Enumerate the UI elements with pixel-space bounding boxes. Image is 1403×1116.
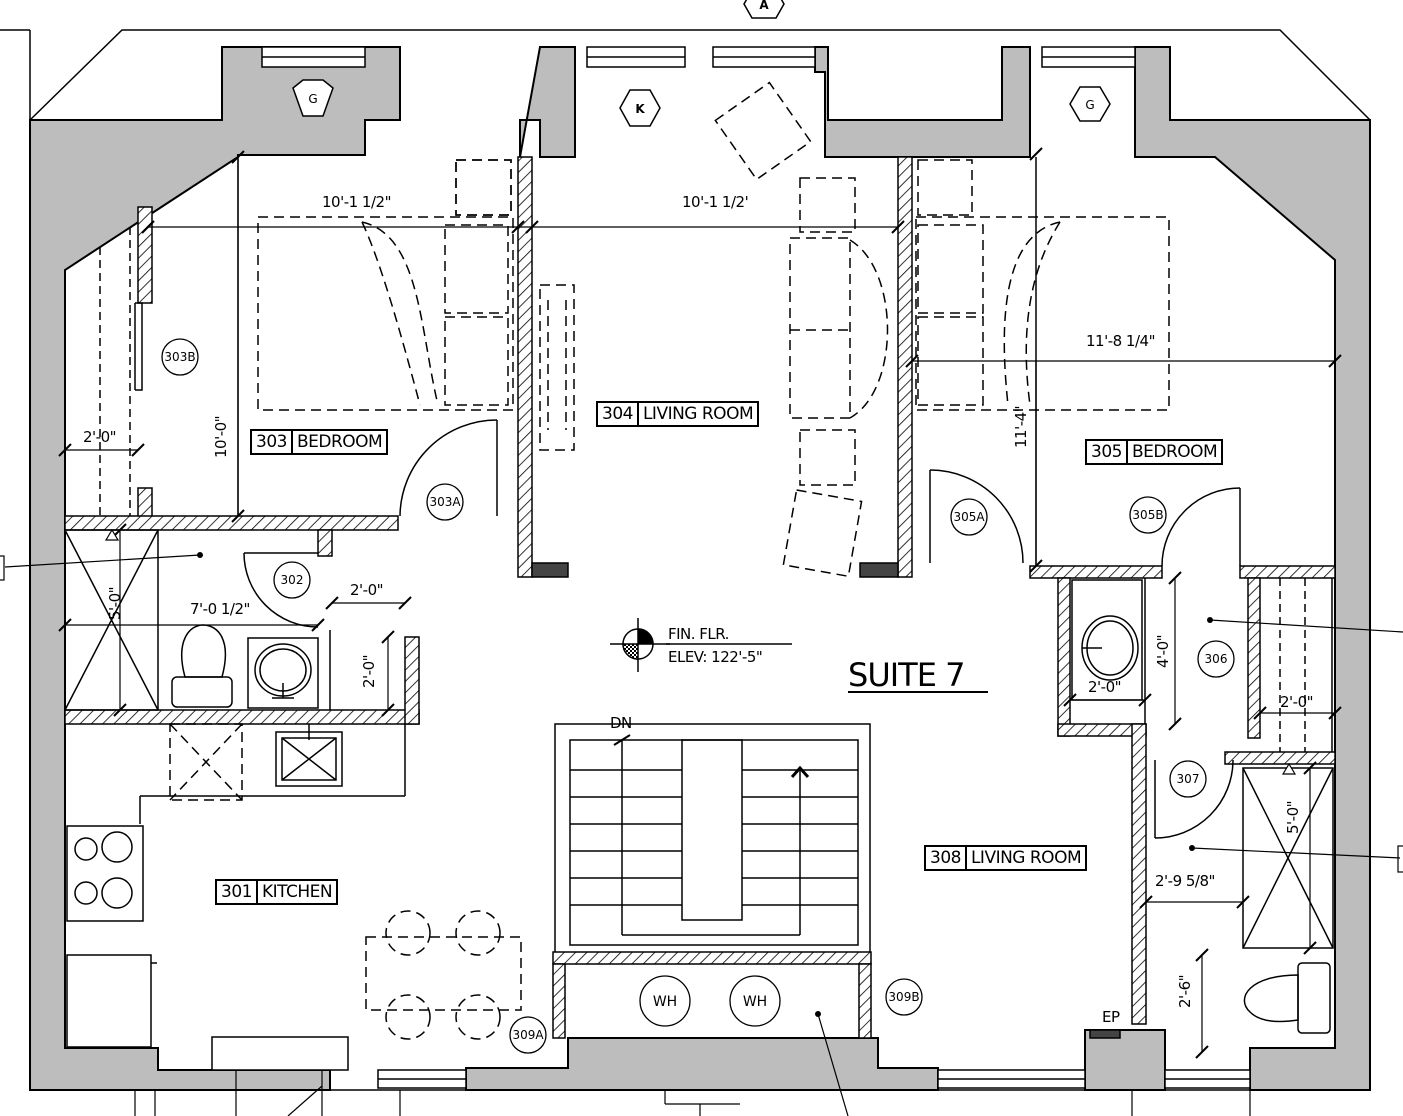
room-tag-303: 303 BEDROOM	[250, 429, 389, 455]
tag-303b: 303B	[164, 350, 195, 364]
dim-closet-306: 2'-0"	[1280, 693, 1313, 711]
hexagon-labels: G K G A	[308, 0, 1094, 116]
dim-wc-height: 2'-6"	[1176, 975, 1194, 1008]
furniture-solid	[169, 159, 512, 801]
dim-closet-width: 2'-0"	[350, 581, 383, 599]
elevation-marker	[610, 618, 792, 672]
shower-arrows	[104, 528, 1297, 775]
dim-shower-height: 5'-0"	[1284, 801, 1302, 834]
room-tag-308: 308 LIVING ROOM	[924, 845, 1088, 871]
room-name: BEDROOM	[1131, 442, 1218, 462]
interior-walls	[64, 156, 1336, 1039]
tag-306: 306	[1205, 652, 1228, 666]
room-tag-305: 305 BEDROOM	[1085, 439, 1224, 465]
marker-k-label: K	[635, 102, 645, 116]
tag-305a: 305A	[953, 510, 985, 524]
dim-305-height: 11'-4"	[1012, 406, 1030, 448]
tag-309a: 309A	[512, 1028, 544, 1042]
marker-a-label: A	[759, 0, 769, 12]
marker-g-left-label: G	[308, 92, 317, 106]
windows	[211, 46, 1251, 1089]
leader-lines	[0, 554, 1403, 1116]
tag-309b: 309B	[888, 990, 919, 1004]
tag-307: 307	[1177, 772, 1200, 786]
tag-wh-1: WH	[653, 994, 677, 1010]
dim-bath2-height: 4'-0"	[1154, 635, 1172, 668]
stair-down-label: DN	[610, 714, 632, 732]
dim-closet-303: 2'-0"	[83, 428, 116, 446]
dim-bath-height: 5'-0"	[106, 587, 124, 620]
marker-k	[619, 89, 661, 127]
room-name: LIVING ROOM	[970, 848, 1082, 868]
dimension-text: 10'-1 1/2" 10'-1 1/2' 11'-8 1/4" 10'-0" …	[83, 193, 1314, 1026]
stairs	[569, 734, 859, 946]
tag-303a: 303A	[429, 495, 461, 509]
dim-bath2-width: 2'-0"	[1088, 678, 1121, 696]
dim-closet-height: 2'-0"	[360, 655, 378, 688]
ep-label: EP	[1102, 1008, 1120, 1026]
marker-g-right	[1069, 86, 1111, 122]
room-tag-301: 301 KITCHEN	[215, 879, 339, 905]
elevation-line-1: FIN. FLR.	[668, 625, 729, 643]
hexagon-markers	[292, 0, 1111, 127]
furniture	[169, 81, 1170, 1040]
dim-305-width: 11'-8 1/4"	[1086, 332, 1155, 350]
suite-title: SUITE 7	[848, 656, 964, 694]
room-name: BEDROOM	[296, 432, 383, 452]
dimension-lines	[65, 157, 1335, 1052]
kitchen-fixtures	[66, 825, 157, 1048]
doors	[134, 302, 1241, 839]
marker-g-right-label: G	[1085, 98, 1094, 112]
door-tag-circles	[161, 338, 1235, 1054]
dim-hall-width: 2'-9 5/8"	[1155, 872, 1215, 890]
room-name: LIVING ROOM	[642, 404, 754, 424]
roof-outline	[0, 29, 1371, 1091]
door-tag-labels: 303B 303A 302 305A 305B 306 307 309A 309…	[164, 350, 1227, 1042]
dim-303-width: 10'-1 1/2"	[322, 193, 391, 211]
dim-303-height: 10'-0"	[212, 416, 230, 458]
room-number: 305	[1087, 441, 1128, 463]
dimension-ticks	[58, 147, 1342, 1059]
marker-a	[743, 0, 785, 19]
elevation-text: FIN. FLR. ELEV: 122'-5"	[668, 625, 763, 666]
wall-stubs	[531, 562, 1121, 1039]
leader-dots	[197, 552, 1213, 1017]
tag-wh-2: WH	[743, 994, 767, 1010]
room-tag-304: 304 LIVING ROOM	[596, 401, 760, 427]
room-number: 308	[926, 847, 967, 869]
marker-g-left	[292, 79, 334, 117]
tag-305b: 305B	[1132, 508, 1163, 522]
room-name: KITCHEN	[261, 882, 333, 902]
tag-302: 302	[281, 573, 304, 587]
room-number: 301	[217, 881, 258, 903]
dim-bath-width: 7'-0 1/2"	[190, 600, 250, 618]
dim-304-width: 10'-1 1/2'	[682, 193, 748, 211]
room-number: 304	[598, 403, 639, 425]
elevation-line-2: ELEV: 122'-5"	[668, 648, 762, 666]
room-number: 303	[252, 431, 293, 453]
